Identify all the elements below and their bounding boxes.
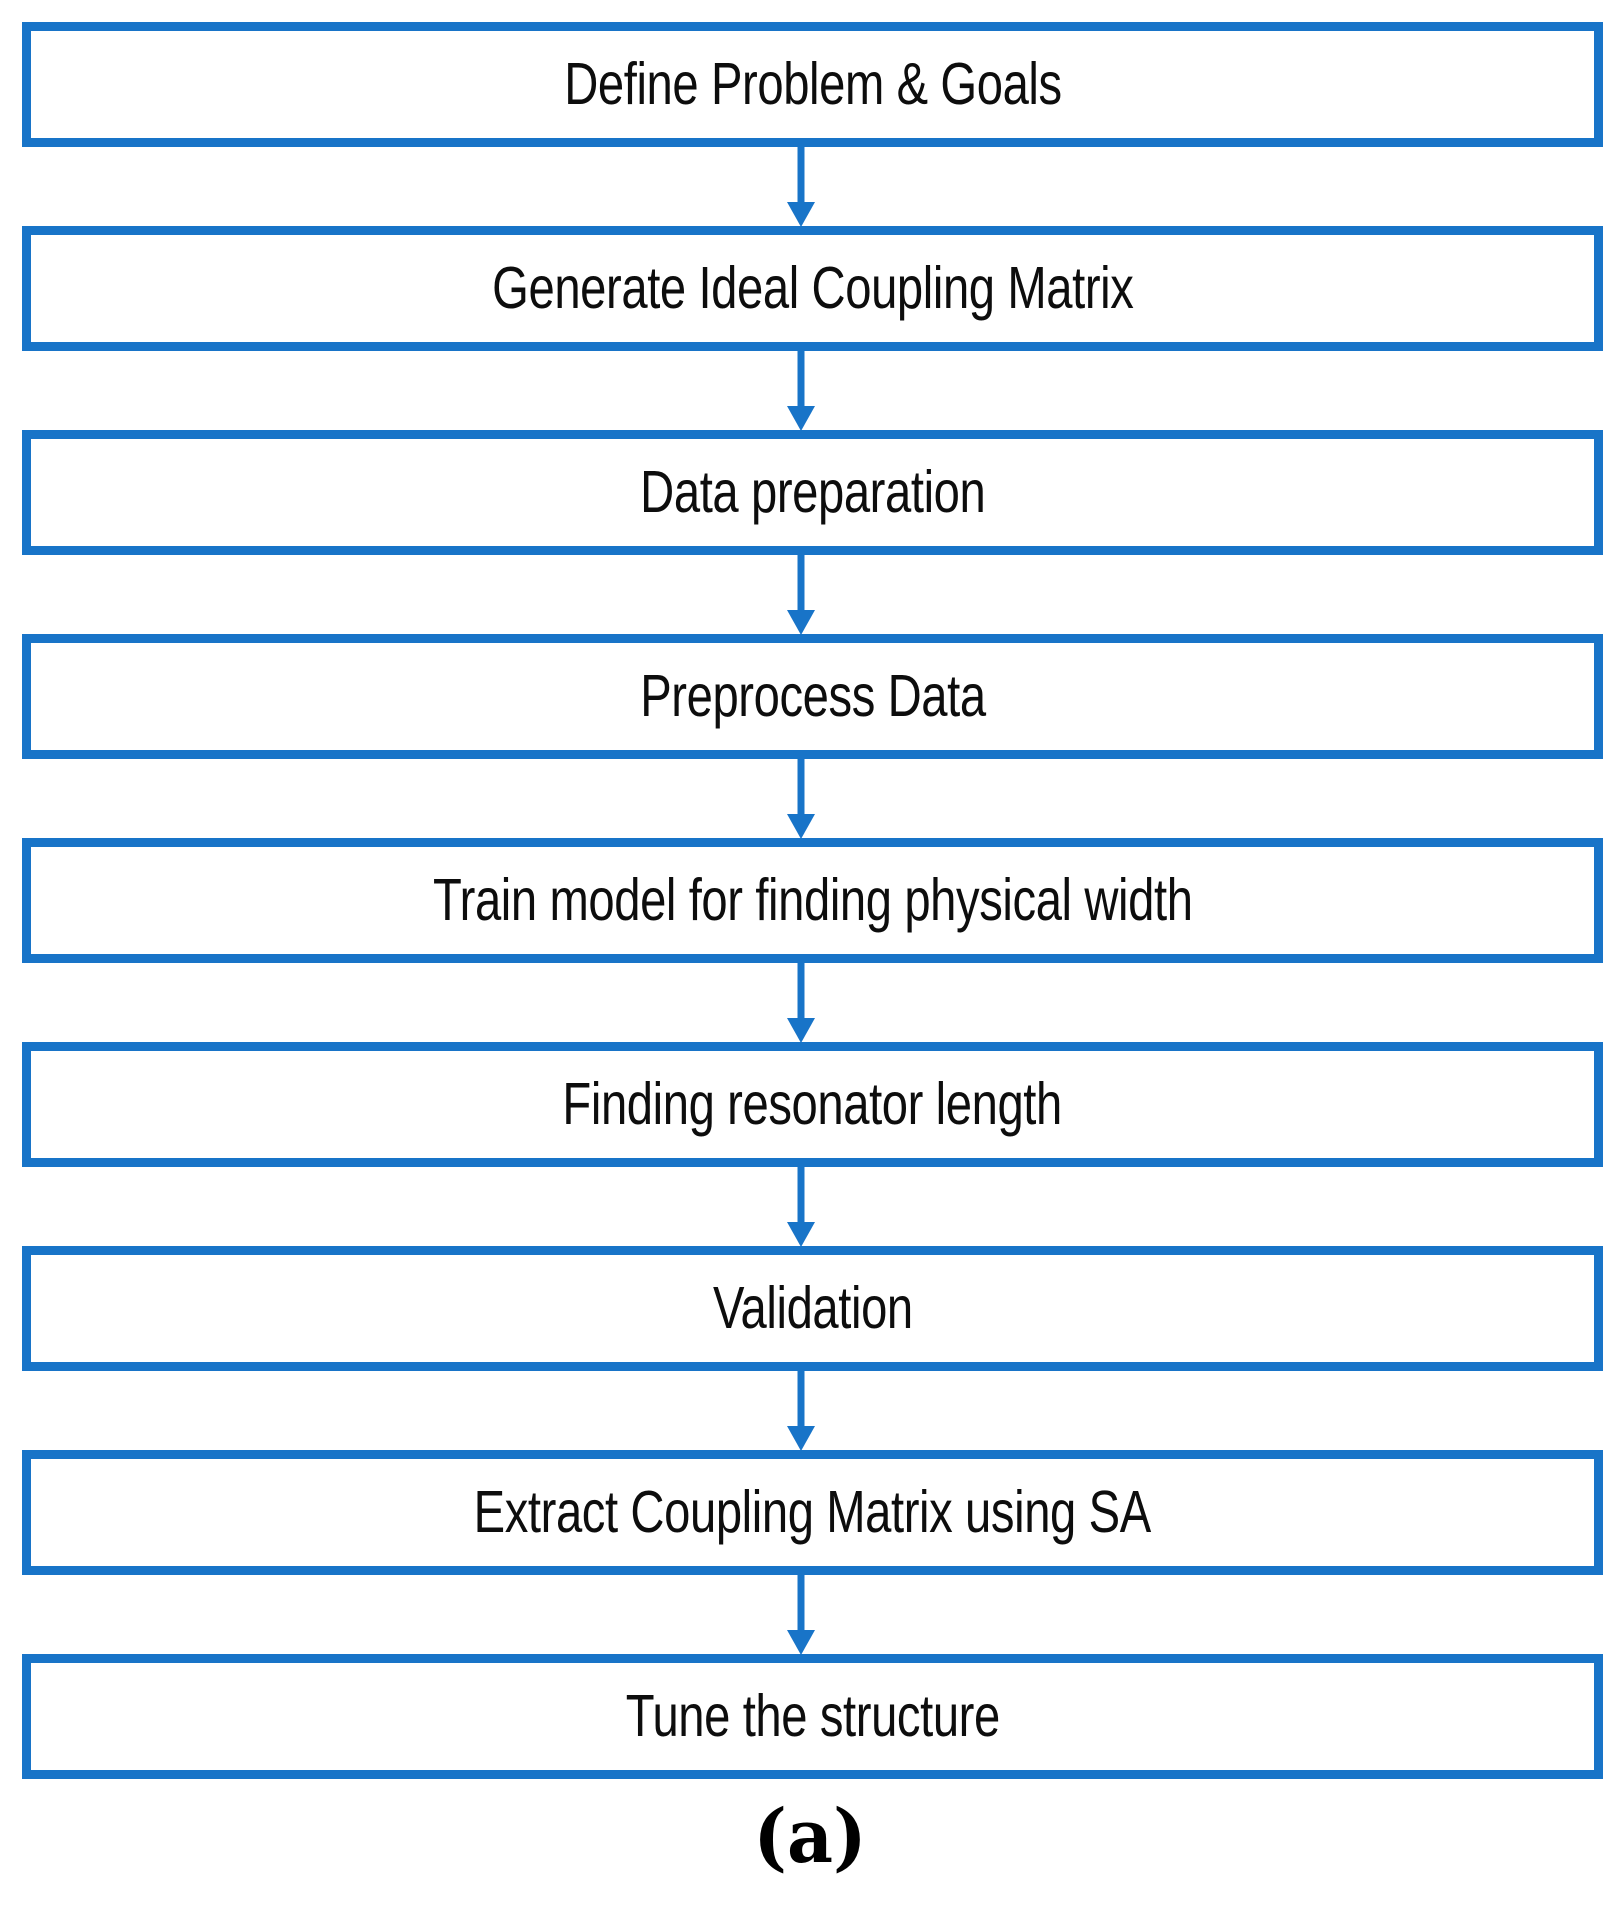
flow-arrow-3-to-4 xyxy=(22,554,1603,635)
flow-node-generate-ideal-coupling-matrix[interactable]: Generate Ideal Coupling Matrix xyxy=(22,226,1603,351)
figure-caption-text: (a) xyxy=(753,1794,867,1880)
flow-arrow-8-to-9 xyxy=(22,1574,1603,1655)
flow-node-label: Finding resonator length xyxy=(562,1071,1063,1137)
flow-node-data-preparation[interactable]: Data preparation xyxy=(22,430,1603,555)
flowchart-node-stack: Define Problem & Goals Generate Ideal Co… xyxy=(22,22,1603,1779)
flow-node-label: Validation xyxy=(712,1275,913,1341)
flow-node-label: Generate Ideal Coupling Matrix xyxy=(491,255,1134,321)
flow-arrow-6-to-7 xyxy=(22,1166,1603,1247)
flow-node-extract-coupling-matrix-sa[interactable]: Extract Coupling Matrix using SA xyxy=(22,1450,1603,1575)
flow-node-validation[interactable]: Validation xyxy=(22,1246,1603,1371)
flow-node-preprocess-data[interactable]: Preprocess Data xyxy=(22,634,1603,759)
flow-arrow-5-to-6 xyxy=(22,962,1603,1043)
flow-node-label: Tune the structure xyxy=(625,1683,1000,1749)
flow-node-label: Data preparation xyxy=(639,459,986,525)
flow-node-tune-the-structure[interactable]: Tune the structure xyxy=(22,1654,1603,1779)
flow-arrow-4-to-5 xyxy=(22,758,1603,839)
flow-node-label: Extract Coupling Matrix using SA xyxy=(473,1479,1152,1545)
flow-arrow-1-to-2 xyxy=(22,146,1603,227)
flow-arrow-7-to-8 xyxy=(22,1370,1603,1451)
flow-node-label: Define Problem & Goals xyxy=(563,51,1062,117)
flow-node-train-model-physical-width[interactable]: Train model for finding physical width xyxy=(22,838,1603,963)
flow-arrow-2-to-3 xyxy=(22,350,1603,431)
flow-node-define-problem-goals[interactable]: Define Problem & Goals xyxy=(22,22,1603,147)
figure-caption: (a) xyxy=(0,1800,1620,1874)
flow-node-finding-resonator-length[interactable]: Finding resonator length xyxy=(22,1042,1603,1167)
flow-node-label: Train model for finding physical width xyxy=(432,867,1193,933)
flow-node-label: Preprocess Data xyxy=(639,663,986,729)
